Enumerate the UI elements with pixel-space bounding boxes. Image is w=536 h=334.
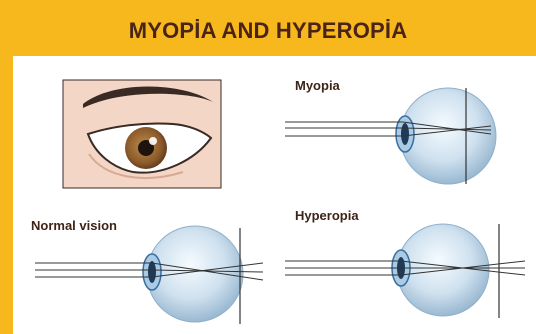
diagram-svg	[13, 56, 536, 334]
diagram-panel: Myopia Normal vision Hyperopia	[13, 56, 536, 334]
normal-vision-diagram	[35, 226, 263, 324]
page-title: MYOPİA AND HYPEROPİA	[0, 18, 536, 44]
hyperopia-diagram	[285, 224, 525, 318]
human-eye-illustration	[63, 80, 221, 188]
myopia-diagram	[285, 88, 496, 184]
title-banner: MYOPİA AND HYPEROPİA	[0, 0, 536, 56]
